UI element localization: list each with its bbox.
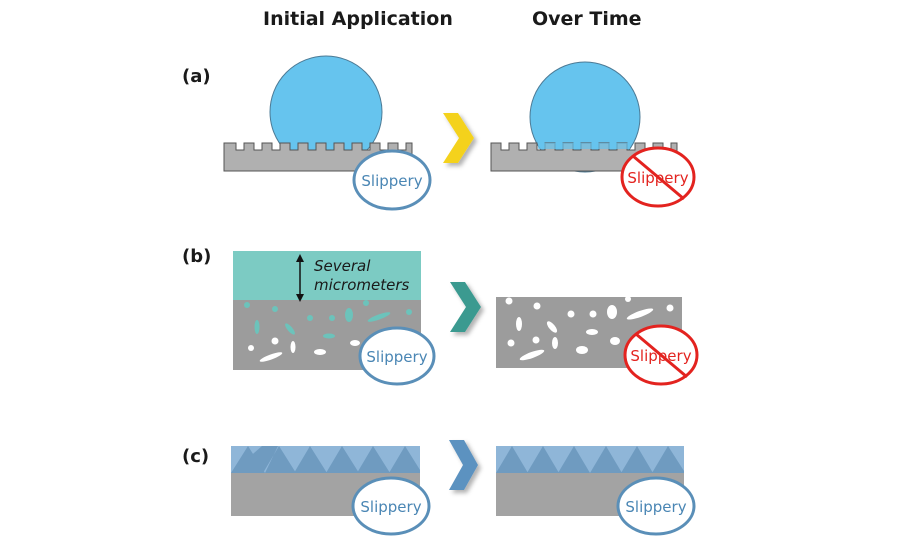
annotation-several: Several [314,257,371,275]
row-a-over-time: Slippery [490,61,696,208]
row-label-a: (a) [182,66,211,87]
row-c-initial: Slippery [231,446,431,536]
teal-coating-layer [233,251,421,302]
slippery-badge-ring [351,476,431,536]
slippery-badge-ring [352,149,432,211]
arrowhead-down-icon [296,294,304,302]
slippery-badge-text: Slippery [360,498,421,516]
row-b-initial: Several micrometers Slippery [233,251,436,386]
chevron-right-arrow-icon [450,282,481,332]
row-c-over-time: Slippery [496,446,696,536]
slippery-badge-text: Slippery [625,498,686,516]
header-initial-application: Initial Application [263,8,453,30]
arrowhead-up-icon [296,254,304,262]
chevron-right-arrow-icon [449,440,478,490]
row-b-over-time: Slippery [496,296,699,386]
white-pores [248,337,360,362]
prohibition-slash-icon [635,332,688,379]
slippery-badge-ring [616,476,696,536]
slippery-badge-text: Slippery [366,348,427,366]
blue-coating-layer [496,446,684,473]
white-pores [505,296,674,361]
triangular-microstructure [496,446,684,473]
annotation-micrometers: micrometers [314,276,409,294]
slippery-badge-text: Slippery [361,172,422,190]
row-label-c: (c) [182,446,210,467]
header-over-time: Over Time [532,8,642,30]
row-label-b: (b) [182,246,212,267]
prohibition-slash-icon [632,154,685,201]
teal-particles [244,300,412,339]
chevron-right-arrow-icon [443,113,474,163]
slippery-badge-ring [358,326,436,386]
row-a-initial: Slippery [223,55,432,211]
triangular-microstructure [231,446,420,473]
droplet-infill [538,143,630,149]
